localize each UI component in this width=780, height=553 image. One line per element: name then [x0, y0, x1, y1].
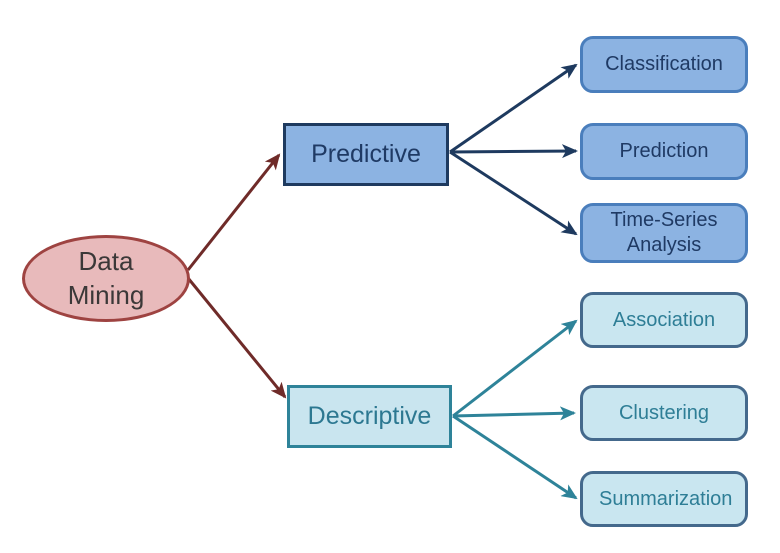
node-association: Association: [580, 292, 748, 348]
node-time-series-analysis: Time-Series Analysis: [580, 203, 748, 263]
node-predictive-label: Predictive: [311, 140, 421, 168]
edge-root-to-predictive: [186, 153, 281, 271]
node-descriptive-label: Descriptive: [307, 402, 432, 430]
node-time-series-analysis-label: Time-Series Analysis: [610, 209, 718, 256]
edge-descriptive-to-clustering: [452, 406, 576, 421]
edge-predictive-to-classification: [449, 63, 578, 154]
node-association-label: Association: [612, 308, 716, 331]
node-prediction: Prediction: [580, 123, 748, 180]
node-summarization-label: Summarization: [599, 487, 733, 510]
edge-descriptive-to-association: [452, 319, 578, 418]
node-data-mining: Data Mining: [22, 235, 190, 322]
node-prediction-label: Prediction: [619, 140, 709, 162]
edge-root-to-descriptive: [186, 277, 287, 399]
edge-predictive-to-timeseries: [449, 150, 578, 236]
node-classification-label: Classification: [605, 53, 723, 75]
node-summarization: Summarization: [580, 471, 748, 527]
node-classification: Classification: [580, 36, 748, 93]
edge-descriptive-to-summarization: [452, 414, 578, 500]
node-descriptive: Descriptive: [287, 385, 452, 448]
node-data-mining-label: Data Mining: [67, 245, 145, 310]
node-clustering: Clustering: [580, 385, 748, 441]
node-clustering-label: Clustering: [618, 401, 710, 424]
node-predictive: Predictive: [283, 123, 449, 186]
edge-predictive-to-prediction: [449, 144, 578, 159]
